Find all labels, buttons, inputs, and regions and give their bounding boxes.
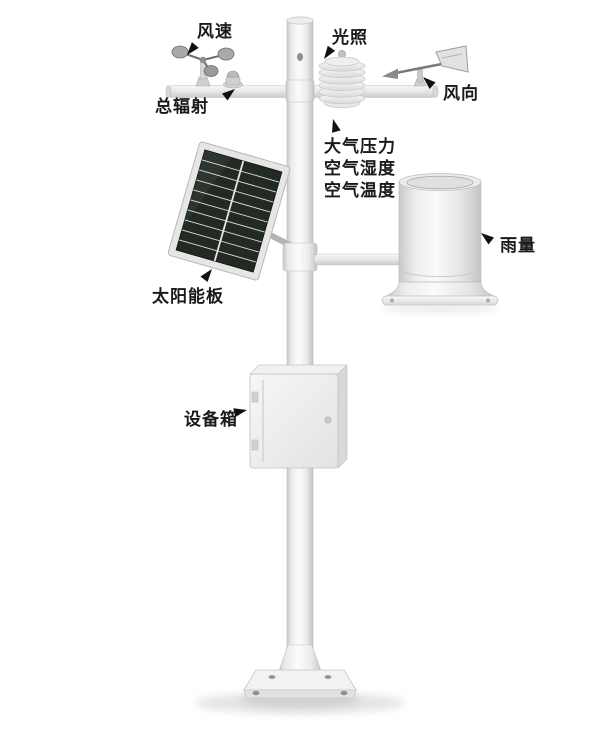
box-hinge — [251, 391, 259, 403]
base-bolt — [340, 690, 348, 696]
solar-panel — [167, 141, 291, 281]
anemometer — [171, 45, 235, 87]
anemometer-cup — [217, 47, 235, 61]
pyranometer — [223, 70, 243, 89]
vane-fin — [435, 45, 469, 73]
vane-nose — [382, 68, 398, 79]
label-atmospheric-pressure: 大气压力 — [324, 136, 396, 156]
label-equipment-box: 设备箱 — [184, 409, 238, 429]
pole — [286, 16, 314, 661]
label-wind-speed: 风速 — [197, 21, 233, 41]
crossbar — [165, 79, 439, 103]
pole-base — [243, 644, 357, 699]
box-latch — [324, 416, 332, 424]
box-hinge — [251, 439, 259, 451]
pole-hole — [297, 53, 303, 61]
label-air-temperature: 空气温度 — [324, 180, 396, 200]
pole-collar — [282, 242, 318, 272]
label-solar-panel: 太阳能板 — [152, 286, 224, 306]
base-bolt — [252, 690, 260, 696]
equipment-box-arrow-icon — [233, 408, 247, 418]
anemometer-cup — [203, 65, 219, 77]
wind-direction-arrow-icon — [423, 77, 436, 90]
solar-panel-arrow-icon — [200, 269, 212, 283]
rain-gauge — [381, 173, 499, 313]
label-rainfall: 雨量 — [500, 235, 536, 255]
radiation-shield — [318, 50, 366, 108]
total-radiation-arrow-icon — [221, 89, 235, 101]
crossbar-clamp — [285, 79, 315, 103]
label-wind-direction: 风向 — [443, 83, 479, 103]
wind-speed-arrow-icon — [187, 42, 199, 55]
pressure-humidity-temp-arrow-icon — [332, 119, 341, 133]
illumination-arrow-icon — [324, 45, 336, 59]
rainfall-arrow-icon — [481, 233, 495, 245]
label-total-radiation: 总辐射 — [155, 96, 209, 116]
label-air-humidity: 空气湿度 — [324, 158, 396, 178]
equipment-box — [249, 364, 348, 469]
anemometer-cup — [171, 45, 189, 59]
base-bolt — [268, 675, 276, 679]
label-illumination: 光照 — [331, 27, 368, 47]
wind-vane — [382, 45, 469, 87]
base-bolt — [324, 675, 332, 679]
